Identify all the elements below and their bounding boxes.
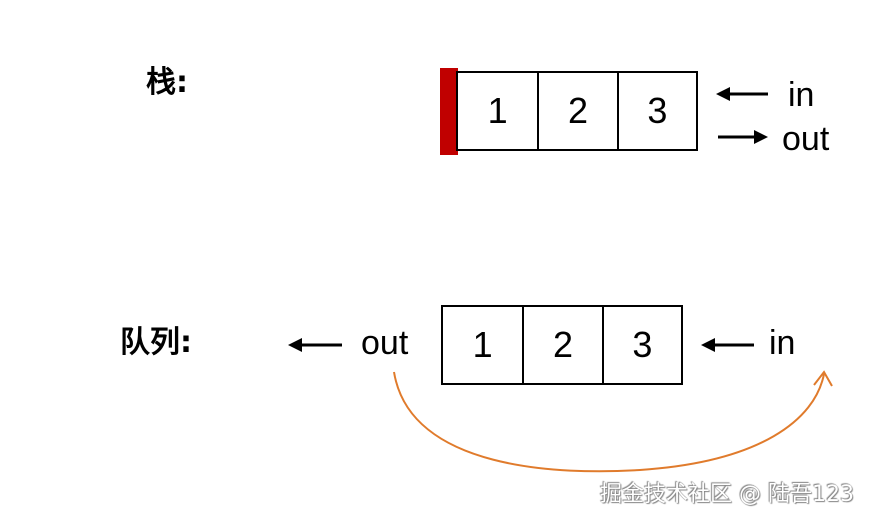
stack-cell-3: 3 — [616, 73, 696, 149]
stack-closed-end-bar — [440, 68, 458, 155]
queue-label: 队列: — [120, 325, 192, 360]
queue-recycle-arrow-icon — [393, 370, 833, 473]
queue-in-label: in — [769, 324, 796, 362]
stack-cells: 1 2 3 — [456, 71, 698, 151]
queue-cell-1: 1 — [472, 324, 493, 365]
watermark: 掘金技术社区 @ 陆吾123 — [600, 482, 854, 507]
queue-out-label: out — [361, 324, 409, 362]
queue-cell-2: 2 — [522, 307, 601, 383]
stack-label: 栈: — [146, 65, 188, 100]
queue-cells: 1 2 3 — [441, 305, 683, 385]
stack-cell-2: 2 — [537, 73, 616, 149]
queue-out-arrow-icon — [288, 338, 342, 352]
stack-out-label: out — [782, 120, 830, 158]
stack-cell-1: 1 — [487, 90, 508, 131]
stack-out-arrow-icon — [718, 130, 768, 144]
stack-in-label: in — [788, 76, 815, 114]
stack-in-arrow-icon — [716, 87, 768, 101]
queue-in-arrow-icon — [701, 338, 754, 352]
queue-cell-3: 3 — [601, 307, 681, 383]
